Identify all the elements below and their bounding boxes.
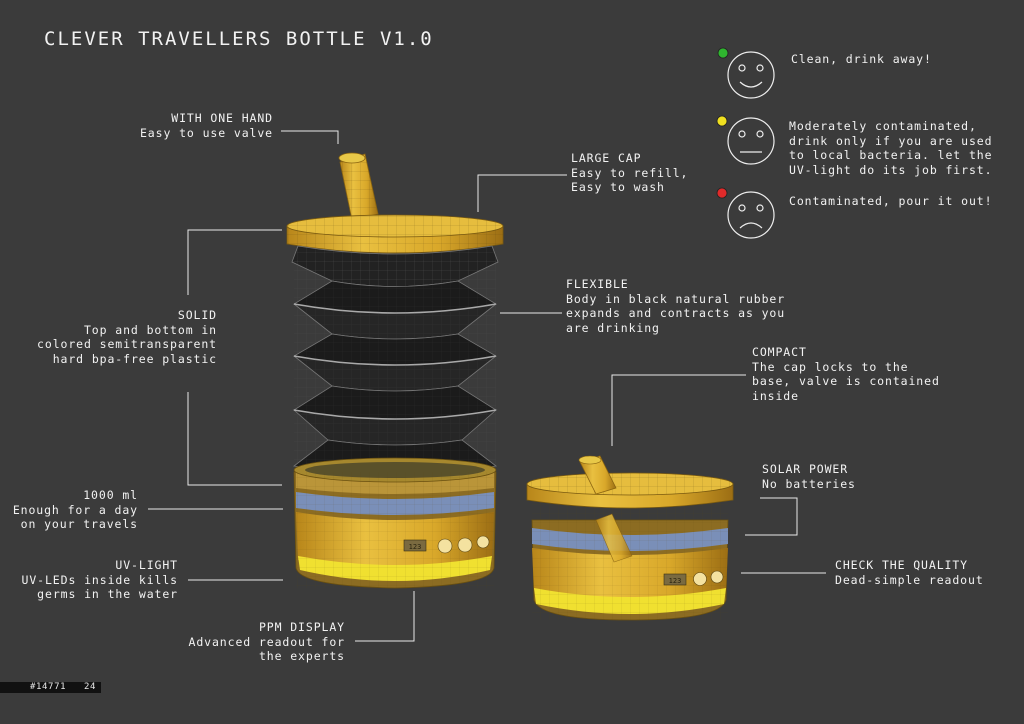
callout-heading: WITH ONE HAND [171,111,273,125]
callout-heading: COMPACT [752,345,807,359]
callout-heading: UV-LIGHT [115,558,178,572]
bottle-base: 123 [293,457,497,589]
legend-clean: Clean, drink away! [791,52,932,67]
callout-body: Easy to use valve [139,125,273,140]
sad-face-icon [727,191,775,239]
large-cap [286,214,504,254]
callout-heading: LARGE CAP [571,151,642,165]
callout-line: colored semitransparent [37,337,217,352]
callout-line: Body in black natural rubber [566,291,786,306]
callout-line: UV-LEDs inside kills [21,572,178,587]
callout-body: No batteries [762,476,856,491]
callout-heading: 1000 ml [83,488,138,502]
callout-line: The cap locks to the [752,359,909,374]
page-title: CLEVER TRAVELLERS BOTTLE V1.0 [44,28,434,50]
indicator-face-2 [457,537,473,553]
ppm-display-value: 123 [409,543,422,551]
callout-heading: FLEXIBLE [566,277,629,291]
legend-contaminated: Contaminated, pour it out! [789,194,992,209]
callout-line: germs in the water [37,587,178,602]
callout-heading: SOLAR POWER [762,462,849,476]
status-dot-green [717,47,729,59]
footer-id: #14771 [0,682,100,693]
callout-line: Top and bottom in [83,322,217,337]
callout-heading: CHECK THE QUALITY [835,558,969,572]
callout-line: are drinking [566,320,660,335]
callout-body: Dead-simple readout [835,572,984,587]
footer-page-number: 24 [79,682,101,693]
neutral-face-icon [727,117,775,165]
ppm-display [403,539,427,552]
legend-moderate: Moderately contaminated,drink only if yo… [789,119,992,177]
legend-line: Clean, drink away! [791,52,932,66]
valve [338,152,379,221]
callout-line: Easy to refill, [571,165,689,180]
leader-lines [148,130,826,642]
tall-bottle: 123 [286,152,504,589]
legend-line: Moderately contaminated, [789,119,977,133]
callout-line: Advanced readout for [188,634,345,649]
callout-line: Enough for a day [12,502,138,517]
legend-line: UV-light do its job first. [789,162,993,177]
callout-heading: SOLID [177,308,217,322]
smile-face-icon [727,51,775,99]
callout-line: expands and contracts as you [566,306,786,321]
callout-line: the experts [258,649,345,664]
callout-line: base, valve is contained [752,374,940,389]
compact-display-value: 123 [669,577,682,585]
legend-faces [727,51,775,239]
status-dot-red [716,187,728,199]
callout-line: Easy to wash [571,180,665,195]
rubber-bellows [291,245,499,474]
legend-line: drink only if you are used [789,133,993,148]
indicator-face-1 [437,538,453,554]
callout-line: inside [752,388,799,403]
status-dot-yellow [716,115,728,127]
indicator-face-3 [476,535,490,549]
callout-heading: PPM DISPLAY [258,620,345,634]
legend-line: to local bacteria. let the [789,148,993,163]
legend-line: Contaminated, pour it out! [789,194,993,208]
callout-line: on your travels [20,517,138,532]
compact-bottle: 123 [526,455,734,621]
callout-line: hard bpa-free plastic [52,351,217,366]
